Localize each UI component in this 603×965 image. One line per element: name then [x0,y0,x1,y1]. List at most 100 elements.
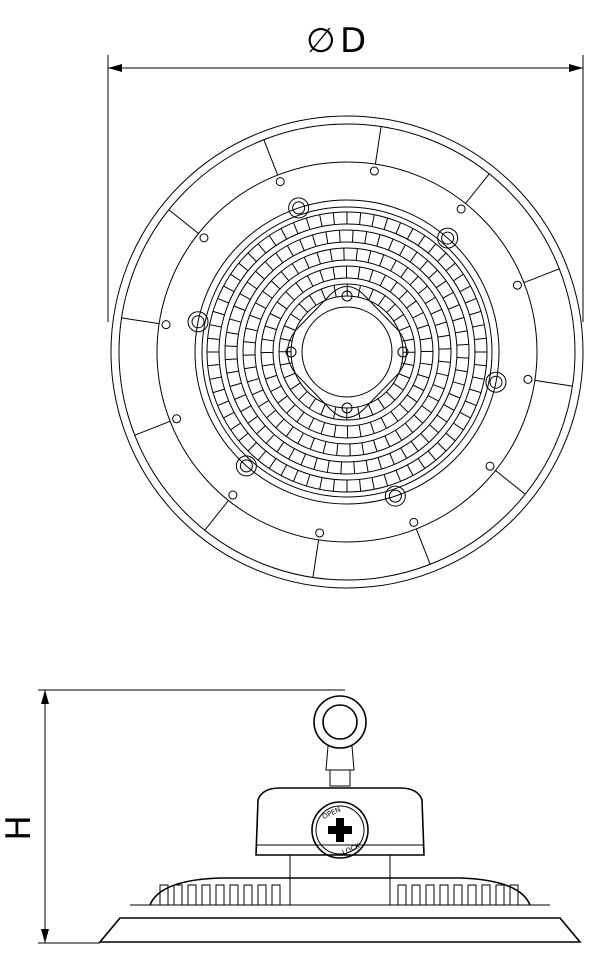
fin [291,263,299,275]
fin [277,395,288,404]
fin [255,302,267,309]
fin [357,266,361,279]
fin [388,238,394,251]
heatsink-outer [194,199,500,505]
fin [230,273,241,282]
fin [398,290,408,300]
fin [412,311,424,319]
fin [395,222,402,234]
fin [275,418,285,429]
reflector-ring [156,161,538,543]
fin [332,479,335,492]
fin [332,212,335,225]
fin [297,432,304,444]
spoke [374,126,382,165]
top-view [110,115,584,589]
hub-mount-plate [287,286,407,418]
fin [329,249,333,262]
fin-ring [236,241,458,463]
heatsink-body [149,877,531,906]
screw-hole [228,490,238,500]
fin [409,275,419,286]
fin [406,464,414,476]
fin [226,331,239,335]
fin [395,429,403,441]
fin [320,403,326,415]
fin [453,273,464,282]
fin [286,245,294,257]
fin [442,291,454,299]
fin [285,426,294,437]
fin [472,376,485,380]
spoke [465,173,490,204]
fin [333,285,337,298]
fin [420,433,430,443]
spoke [495,470,526,495]
spoke [523,268,560,284]
fin [358,424,362,437]
side-fin [425,884,435,906]
fin [417,235,426,246]
fin [445,262,456,272]
fin [459,285,471,293]
side-fin [271,884,281,906]
screw-icon [292,201,306,215]
fin [383,474,389,487]
heatsink-fins [159,884,519,906]
fin [264,325,277,331]
fin [226,370,239,374]
screw-hole [172,414,182,424]
fin [357,285,361,298]
diameter-symbol: ∅ [306,21,336,61]
screw-hole [523,374,533,384]
fin [383,217,389,230]
fin [229,382,242,387]
spoke [534,379,573,387]
hub-screw-icon [341,290,353,302]
fin [225,345,238,348]
outer-rim [110,115,584,589]
fin [456,356,469,359]
fin [421,405,432,414]
swivel-joint [329,769,351,787]
fin [340,461,343,474]
side-fin [243,884,253,906]
fin [309,437,315,450]
fin [448,304,460,310]
fin [217,400,229,407]
fin [393,314,404,322]
fin-ring [218,223,476,481]
diameter-dimension: ∅ D [107,21,584,322]
screw-icon [239,459,253,473]
fin [290,313,301,322]
height-dimension: H [0,689,345,944]
fin [299,239,305,251]
fin [465,297,477,304]
fin [217,297,229,304]
fin [261,338,274,342]
fin [452,317,465,322]
fin [336,443,339,456]
side-fin [187,884,197,906]
fin [428,269,438,279]
reflector-rim [98,917,582,943]
fin [355,248,358,261]
fin [209,324,222,328]
fin [437,442,447,452]
side-fin [201,884,211,906]
hub-screw-icon [285,346,297,358]
fin [283,372,296,379]
fin-ring [272,277,422,427]
fin [417,373,430,379]
fin [247,442,257,452]
fin [269,313,282,320]
fin [333,425,337,438]
fin [262,290,273,299]
fin [268,235,277,246]
fin [390,260,397,272]
mount-boss [485,371,507,393]
fin [256,425,266,435]
fin [432,384,445,390]
fin [427,243,437,254]
fin [406,300,417,309]
